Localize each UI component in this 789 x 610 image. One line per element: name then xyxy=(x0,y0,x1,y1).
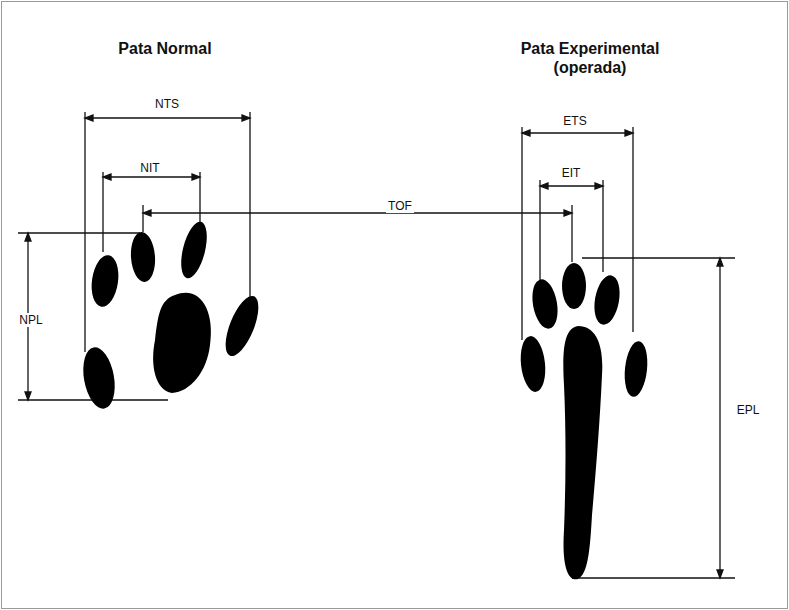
dimension-label: NPL xyxy=(17,313,44,327)
paw-heading: Pata Normal xyxy=(118,39,211,58)
dimension-label: NTS xyxy=(153,97,181,111)
paw-heading: Pata Experimental (operada) xyxy=(510,39,670,77)
dimension-label: ETS xyxy=(561,114,588,128)
dimension-label: EIT xyxy=(560,166,583,180)
dimension-label: TOF xyxy=(386,199,414,213)
dimension-label: NIT xyxy=(138,161,161,175)
dimension-label: EPL xyxy=(735,403,762,417)
